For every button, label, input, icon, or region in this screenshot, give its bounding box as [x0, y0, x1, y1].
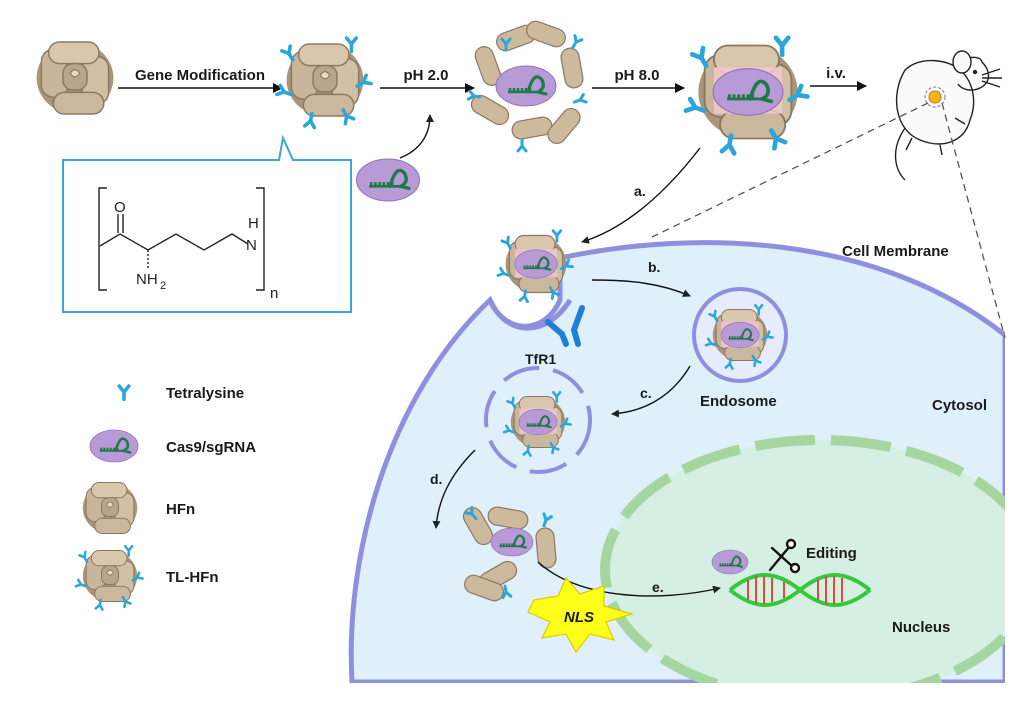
chem-amine-subscript: 2 — [160, 280, 166, 292]
tl-hfn-top — [277, 38, 371, 128]
step-iv: i.v. — [826, 65, 846, 82]
step-ph-low: pH 2.0 — [403, 67, 448, 84]
label-endosome: Endosome — [700, 393, 777, 410]
loaded-cage-top — [686, 38, 808, 154]
legend-tetralysine-icon — [117, 384, 131, 402]
step-a: a. — [634, 183, 646, 199]
chem-amide-h: H — [248, 215, 259, 232]
chem-carbonyl-o: O — [114, 199, 126, 216]
legend-cas9-icon — [88, 428, 140, 464]
ruptured-endosome — [484, 366, 592, 474]
hfn-start — [35, 41, 115, 115]
cas9-at-dna — [711, 549, 749, 575]
scissors-icon — [768, 538, 801, 574]
legend-hfn-label: HFn — [166, 501, 195, 518]
chem-amine: NH — [136, 271, 158, 288]
step-c: c. — [640, 385, 652, 401]
chem-repeat-n: n — [270, 285, 278, 302]
chem-amide-n: N — [246, 237, 257, 254]
mouse-illustration — [894, 50, 1002, 181]
label-cell-membrane: Cell Membrane — [842, 243, 949, 260]
tetralysine-structure-box: O H N NH 2 n — [62, 134, 352, 313]
legend-tl-hfn-icon — [76, 546, 143, 609]
step-ph-high: pH 8.0 — [614, 67, 659, 84]
label-cytosol: Cytosol — [932, 397, 987, 414]
dna-helix — [728, 573, 872, 607]
tumor-marker — [928, 90, 942, 104]
step-e: e. — [652, 579, 664, 595]
label-nls: NLS — [564, 609, 594, 626]
nucleus-shape — [605, 440, 1033, 700]
disassembled-cage — [466, 18, 588, 153]
legend-tl-hfn-label: TL-HFn — [166, 569, 218, 586]
label-editing: Editing — [806, 545, 857, 562]
legend-tetralysine-label: Tetralysine — [166, 385, 244, 402]
legend-hfn-icon — [82, 481, 138, 535]
legend-cas9-label: Cas9/sgRNA — [166, 439, 256, 456]
step-gene-modification: Gene Modification — [135, 67, 265, 84]
legend: Tetralysine Cas9/sgRNA HFn TL-HFn — [76, 384, 256, 610]
cas9-free — [354, 157, 422, 203]
tfr1-receptor — [545, 305, 585, 347]
nls-burst: NLS — [527, 576, 635, 654]
step-b: b. — [648, 259, 660, 275]
label-nucleus: Nucleus — [892, 619, 950, 636]
step-d: d. — [430, 471, 442, 487]
label-tfr1: TfR1 — [525, 351, 556, 367]
